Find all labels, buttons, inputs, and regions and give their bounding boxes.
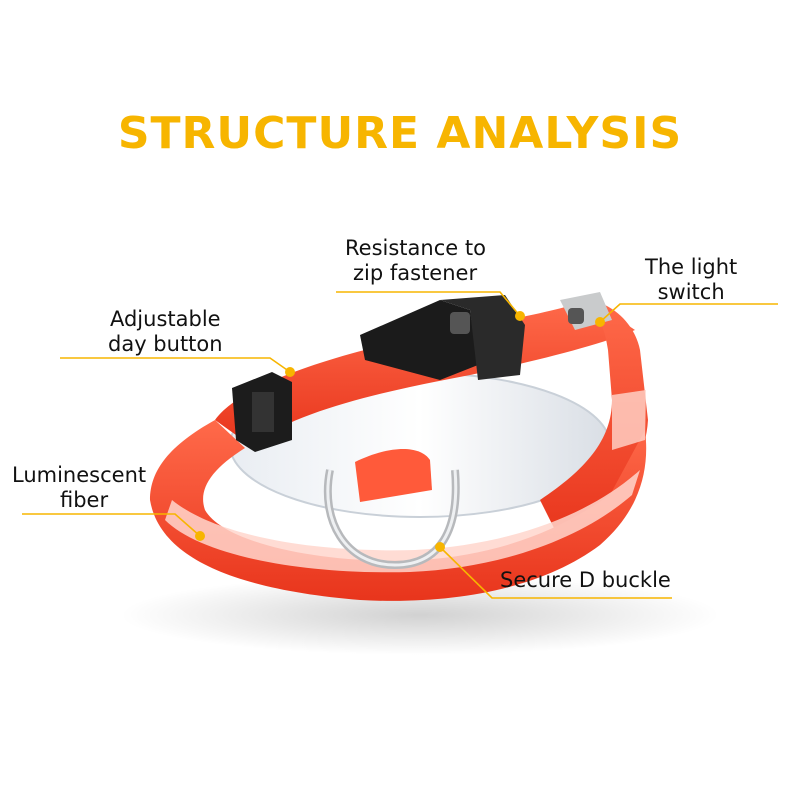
leader-dbuckle [439, 546, 672, 599]
callout-d-buckle: Secure D buckle [500, 568, 671, 593]
leader-light [599, 303, 778, 323]
callout-zip-line2: zip fastener [353, 261, 478, 285]
leader-zip [336, 291, 521, 317]
luminescent-fiber-stripe [165, 470, 640, 573]
callout-fiber-line2: fiber [60, 488, 109, 512]
callout-light-line1: The light [645, 255, 738, 279]
collar-shadow [120, 575, 720, 655]
callout-zip-line1: Resistance to [345, 236, 486, 260]
leader-adjust [60, 357, 291, 373]
callout-light-line2: switch [657, 280, 725, 304]
leader-dots [195, 311, 605, 552]
callout-zip-fastener: Resistance to zip fastener [345, 236, 486, 286]
leader-lines [22, 291, 778, 599]
callout-adjust-line2: day button [108, 332, 223, 356]
callout-adjustable-button: Adjustable day button [108, 307, 223, 357]
page-title: STRUCTURE ANALYSIS [117, 108, 683, 159]
callout-light-switch: The light switch [645, 255, 737, 305]
callout-adjust-line1: Adjustable [109, 307, 221, 331]
leader-fiber [22, 513, 201, 537]
callout-luminescent-fiber: Luminescent fiber [12, 463, 146, 513]
callout-dbuckle-line1: Secure D buckle [500, 568, 671, 592]
adjustable-slider [232, 372, 292, 452]
buckle-clip [360, 295, 525, 380]
callout-fiber-line1: Luminescent [12, 463, 147, 487]
d-ring-tab [355, 448, 432, 502]
luminescent-fiber-stripe-right [612, 390, 646, 450]
